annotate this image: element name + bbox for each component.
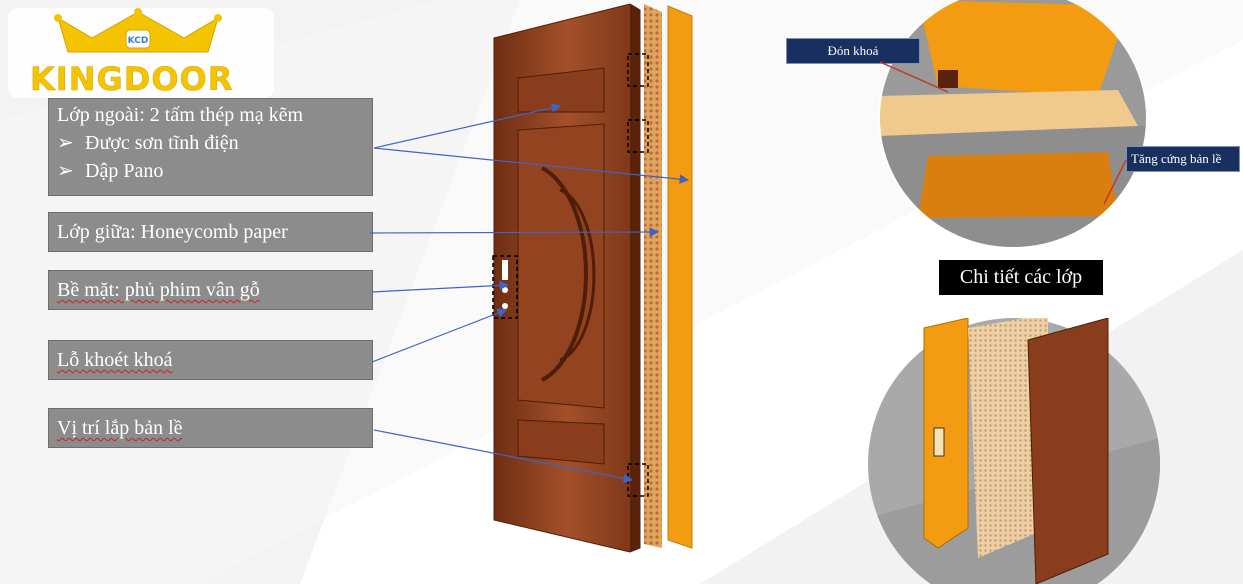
lock-catch-detail-image: [878, 0, 1148, 249]
layers-title: Chi tiết các lớp: [939, 260, 1103, 295]
hinge-reinforce-callout: Tăng cứng bản lề: [1126, 146, 1240, 172]
label-hinge: Vị trí lắp bản lề: [48, 408, 373, 448]
middle-layer-text: Lớp giữa: Honeycomb paper: [57, 221, 288, 243]
lock-catch-callout: Đón khoá: [786, 38, 920, 64]
outer-layer-title: Lớp ngoài: 2 tấm thép mạ kẽm: [57, 104, 304, 126]
hinge-text: Vị trí lắp bản lề: [57, 417, 183, 439]
lock-hole-text: Lỗ khoét khoá: [57, 349, 173, 371]
bullet-arrow-icon: ➢: [57, 132, 74, 154]
door-illustration: [492, 3, 693, 553]
label-outer-layer: Lớp ngoài: 2 tấm thép mạ kẽm ➢ Được sơn t…: [48, 98, 373, 196]
brand-logo: KCD KINGDOOR: [6, 8, 276, 100]
exploded-layers-image: [868, 318, 1160, 584]
svg-text:KCD: KCD: [128, 36, 149, 46]
label-middle-layer: Lớp giữa: Honeycomb paper: [48, 212, 373, 252]
crown-icon: KCD: [8, 8, 274, 98]
outer-layer-bullet-pano: Dập Pano: [85, 160, 164, 182]
bullet-arrow-icon: ➢: [57, 160, 74, 182]
label-surface: Bề mặt: phủ phim vân gỗ: [48, 270, 373, 310]
outer-layer-bullet-painted: Được sơn tĩnh điện: [85, 132, 239, 154]
surface-text: Bề mặt: phủ phim vân gỗ: [57, 279, 260, 301]
brand-name: KINGDOOR: [30, 60, 234, 99]
label-lock-hole: Lỗ khoét khoá: [48, 340, 373, 380]
